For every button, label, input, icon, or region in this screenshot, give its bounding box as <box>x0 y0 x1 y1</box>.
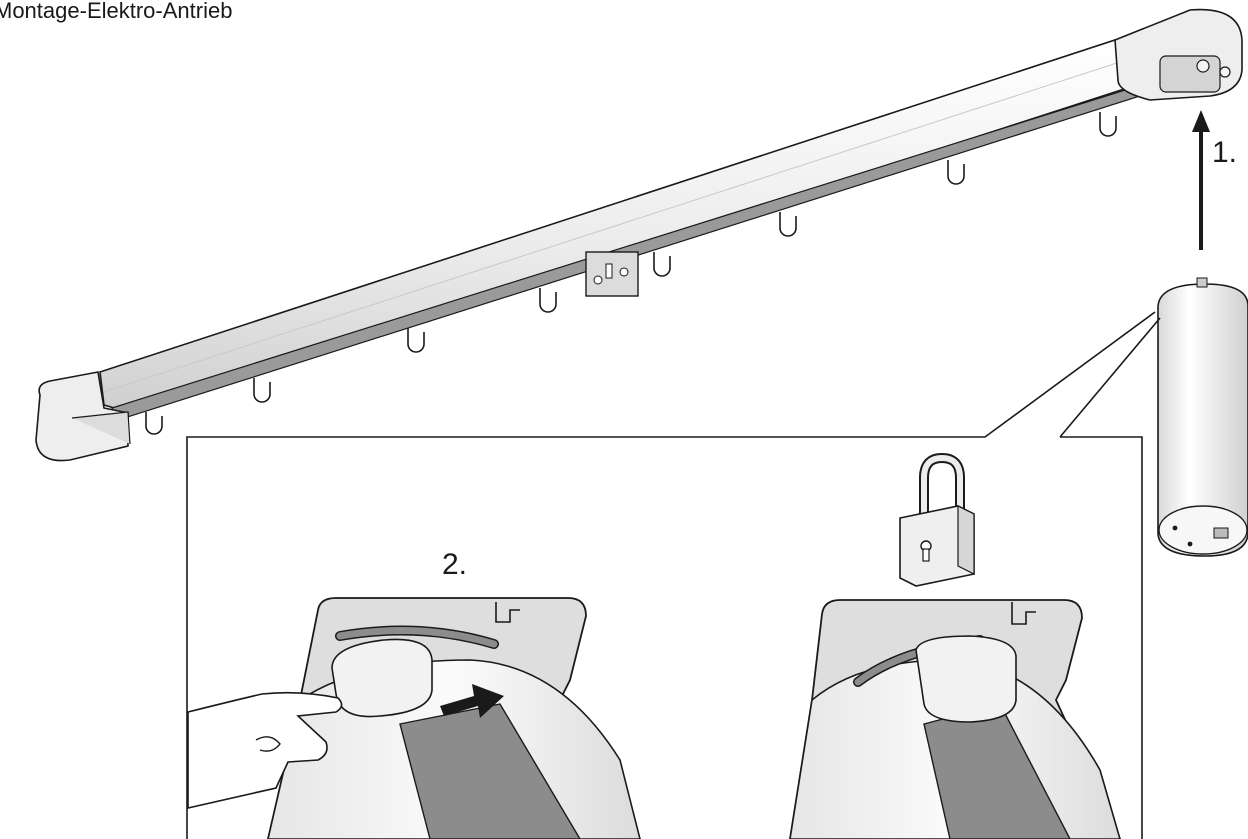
padlock-icon <box>899 452 975 587</box>
curtain-hook <box>779 212 797 237</box>
mounting-bracket <box>585 251 639 297</box>
step-2-label: 2. <box>442 548 468 581</box>
arrow-right-icon <box>440 684 504 718</box>
lock-slider <box>915 635 1017 723</box>
curtain-hook <box>1099 112 1117 137</box>
grey-strip <box>399 703 581 839</box>
curtain-hook <box>253 378 271 403</box>
curtain-hook <box>407 328 425 353</box>
detail-right-bracket <box>789 599 1121 839</box>
curtain-hooks <box>145 112 1117 435</box>
curtain-hook <box>539 288 557 313</box>
detail-left-bracket <box>187 597 642 839</box>
curtain-hook <box>947 160 965 185</box>
step-1-label: 1. <box>1212 136 1238 169</box>
hand-icon <box>187 691 343 810</box>
motor-drive <box>1157 277 1248 557</box>
diagram-title: Montage-Elektro-Antrieb <box>0 0 233 23</box>
curtain-rail <box>35 8 1243 462</box>
detail-callout <box>186 311 1161 839</box>
lock-slider <box>331 638 433 718</box>
arrow-up-icon <box>1192 110 1210 250</box>
curtain-hook <box>145 412 163 435</box>
rail-top-face <box>99 39 1153 413</box>
curtain-hook <box>653 252 671 277</box>
